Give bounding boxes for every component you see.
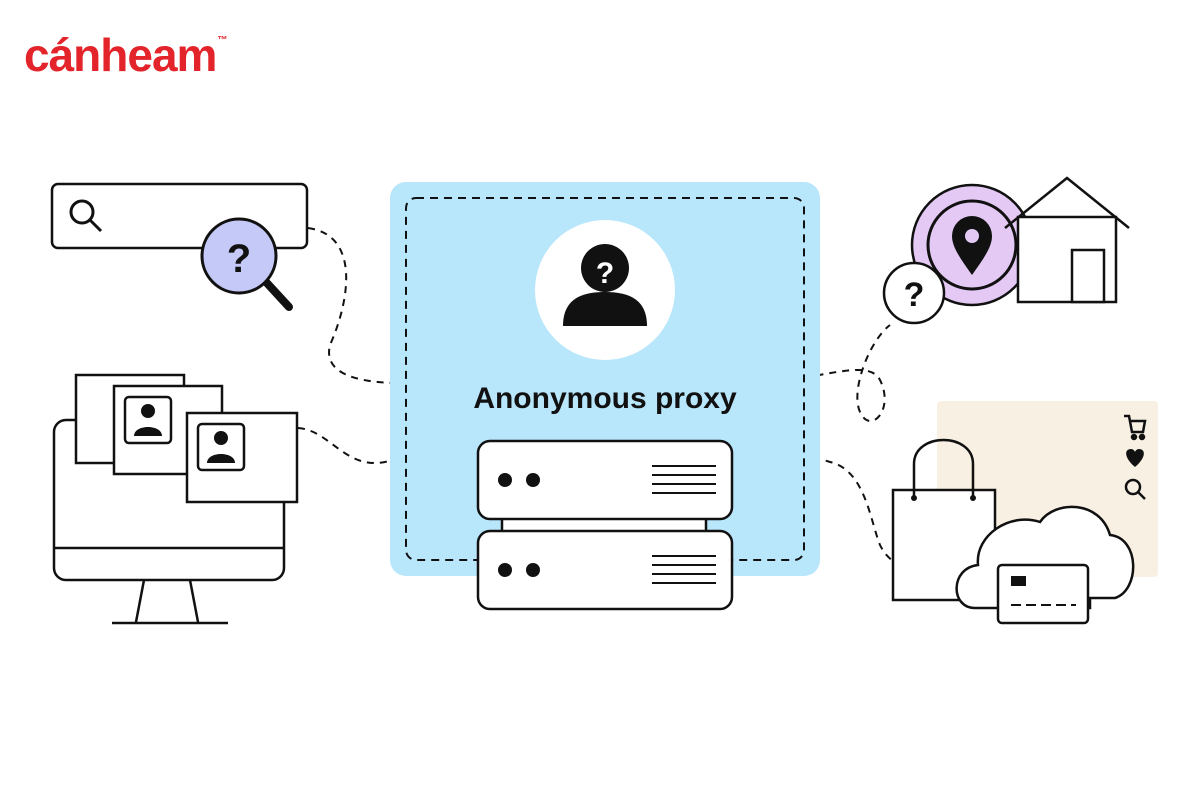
house-icon [1005, 178, 1129, 302]
server-unit-top [478, 441, 732, 519]
profile-window-front [187, 413, 297, 502]
magnifier-question-mark: ? [227, 237, 251, 281]
server-rack-icon [478, 441, 732, 609]
anonymous-question-mark: ? [596, 257, 614, 290]
proxy-title: Anonymous proxy [473, 382, 737, 415]
question-bubble-icon: ? [884, 263, 944, 323]
bubble-question-mark: ? [904, 276, 925, 314]
server-unit-bottom [478, 531, 732, 609]
anonymous-user-icon: ? [535, 220, 675, 360]
credit-card-icon [998, 565, 1088, 623]
